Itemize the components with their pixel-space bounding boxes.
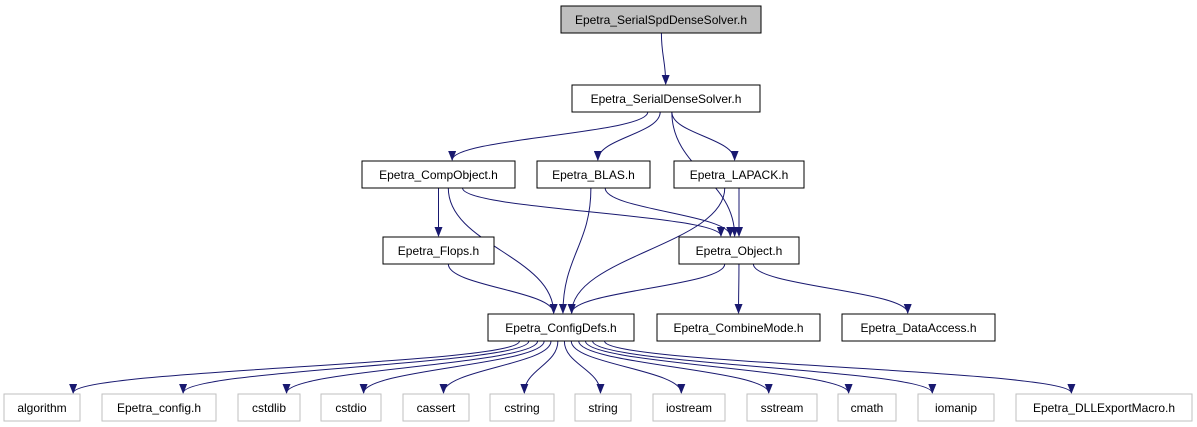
- node-combinemode-header[interactable]: Epetra_CombineMode.h: [656, 313, 821, 342]
- svg-text:cmath: cmath: [851, 401, 884, 415]
- edge-configdefs-to-algorithm: [69, 340, 520, 394]
- node-iostream-external: iostream: [652, 393, 726, 422]
- svg-text:Epetra_DataAccess.h: Epetra_DataAccess.h: [860, 321, 976, 335]
- node-dataaccess-header[interactable]: Epetra_DataAccess.h: [841, 313, 996, 342]
- node-string-external: string: [574, 393, 632, 422]
- edge-configdefs-to-string: [563, 340, 605, 394]
- svg-text:string: string: [588, 401, 617, 415]
- node-algorithm-external: algorithm: [3, 393, 81, 422]
- svg-text:cstdlib: cstdlib: [252, 401, 286, 415]
- node-lapack-header[interactable]: Epetra_LAPACK.h: [673, 160, 805, 189]
- node-cmath-external: cmath: [837, 393, 897, 422]
- svg-text:cassert: cassert: [417, 401, 456, 415]
- node-cstdio-external: cstdio: [320, 393, 382, 422]
- node-compobject-header[interactable]: Epetra_CompObject.h: [361, 160, 516, 189]
- svg-text:Epetra_ConfigDefs.h: Epetra_ConfigDefs.h: [505, 321, 616, 335]
- node-sstream-external: sstream: [746, 393, 818, 422]
- edge-configdefs-to-dllexport: [603, 340, 1076, 394]
- svg-text:Epetra_BLAS.h: Epetra_BLAS.h: [552, 168, 635, 182]
- node-dllexport-macro-external: Epetra_DLLExportMacro.h: [1015, 393, 1193, 422]
- node-iomanip-external: iomanip: [917, 393, 995, 422]
- node-layer: Epetra_SerialSpdDenseSolver.h Epetra_Ser…: [3, 5, 1193, 422]
- edge-configdefs-to-cmath: [584, 340, 853, 394]
- svg-text:Epetra_SerialDenseSolver.h: Epetra_SerialDenseSolver.h: [591, 92, 742, 106]
- node-serialspd-solver-header[interactable]: Epetra_SerialSpdDenseSolver.h: [560, 5, 762, 34]
- node-serialdense-solver-header[interactable]: Epetra_SerialDenseSolver.h: [571, 84, 761, 113]
- svg-text:cstdio: cstdio: [335, 401, 367, 415]
- svg-text:Epetra_config.h: Epetra_config.h: [117, 401, 201, 415]
- edge-serialdense-to-lapack: [671, 111, 739, 161]
- edge-serialdense-to-compobject: [448, 111, 649, 161]
- edge-blas-to-configdefs: [558, 187, 592, 314]
- edge-configdefs-to-cassert: [439, 340, 552, 394]
- node-configdefs-header[interactable]: Epetra_ConfigDefs.h: [487, 313, 635, 342]
- node-blas-header[interactable]: Epetra_BLAS.h: [536, 160, 651, 189]
- node-cstring-external: cstring: [489, 393, 555, 422]
- edge-configdefs-to-cstdio: [359, 340, 545, 394]
- node-flops-header[interactable]: Epetra_Flops.h: [382, 236, 495, 265]
- svg-text:iostream: iostream: [666, 401, 712, 415]
- node-cstdlib-external: cstdlib: [237, 393, 301, 422]
- edge-lapack-to-configdefs: [567, 187, 726, 314]
- svg-text:Epetra_Object.h: Epetra_Object.h: [696, 244, 783, 258]
- edge-configdefs-to-sstream: [578, 340, 773, 394]
- edge-blas-to-object: [604, 187, 735, 237]
- svg-text:iomanip: iomanip: [935, 401, 977, 415]
- edge-compobject-to-configdefs: [447, 187, 558, 314]
- svg-text:sstream: sstream: [761, 401, 804, 415]
- node-cassert-external: cassert: [402, 393, 470, 422]
- edge-object-to-dataaccess: [752, 263, 912, 314]
- node-object-header[interactable]: Epetra_Object.h: [678, 236, 800, 265]
- svg-text:Epetra_CombineMode.h: Epetra_CombineMode.h: [673, 321, 803, 335]
- edge-layer: [69, 32, 1076, 394]
- edge-object-to-configdefs: [567, 263, 726, 314]
- edge-configdefs-to-iomanip: [592, 340, 937, 394]
- edge-flops-to-configdefs: [447, 263, 558, 314]
- edge-serialdense-to-blas: [593, 111, 661, 161]
- edge-configdefs-to-epetra_config: [179, 340, 530, 394]
- edge-configdefs-to-cstring: [520, 340, 559, 394]
- edge-configdefs-to-cstdlib: [282, 340, 539, 394]
- edge-serialspd-to-serialdense: [660, 32, 670, 85]
- node-epetra-config-external: Epetra_config.h: [101, 393, 217, 422]
- svg-text:cstring: cstring: [504, 401, 539, 415]
- edge-configdefs-to-iostream: [570, 340, 686, 394]
- svg-text:Epetra_DLLExportMacro.h: Epetra_DLLExportMacro.h: [1033, 401, 1175, 415]
- svg-text:Epetra_LAPACK.h: Epetra_LAPACK.h: [690, 168, 789, 182]
- svg-text:algorithm: algorithm: [17, 401, 66, 415]
- svg-text:Epetra_SerialSpdDenseSolver.h: Epetra_SerialSpdDenseSolver.h: [575, 13, 747, 27]
- svg-text:Epetra_Flops.h: Epetra_Flops.h: [398, 244, 479, 258]
- edge-compobject-to-object: [462, 187, 725, 237]
- svg-text:Epetra_CompObject.h: Epetra_CompObject.h: [379, 168, 498, 182]
